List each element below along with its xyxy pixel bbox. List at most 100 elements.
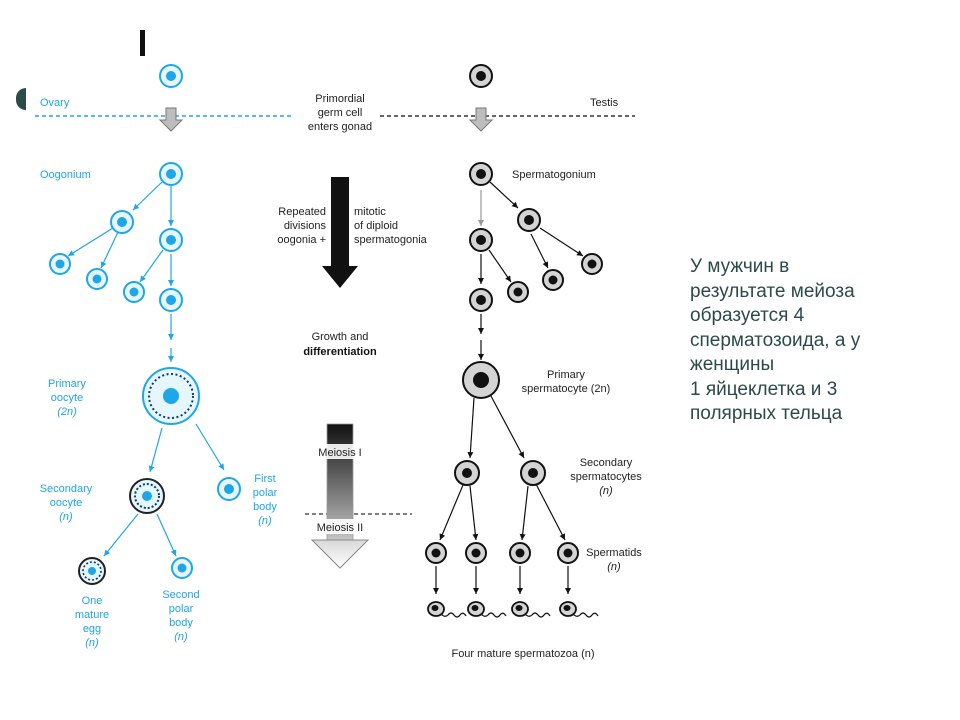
male-lineage <box>425 64 603 618</box>
spermatogonium-daughter-cell <box>469 228 493 252</box>
primary-oocyte-label-3: (2n) <box>57 406 77 418</box>
spermatozoon <box>427 601 467 618</box>
secondary-spermatocyte-cell <box>520 460 546 486</box>
ovary-label: Ovary <box>40 97 70 109</box>
primary-oocyte-label-1: Primary <box>48 378 86 390</box>
primary-oocyte-label-2: oocyte <box>51 392 83 404</box>
arrow <box>530 233 549 269</box>
primordial-germ-cell-male <box>469 64 493 88</box>
spermatid-cell <box>557 542 579 564</box>
oogonium-daughter-cell <box>49 253 71 275</box>
secondary-spermatocytes-label-2: spermatocytes <box>570 471 642 483</box>
arrow <box>139 249 164 283</box>
arrow <box>195 423 225 471</box>
arrow <box>67 227 114 257</box>
spermatozoa-label: Four mature spermatozoa (n) <box>451 648 594 660</box>
spermatogonium-cell <box>469 162 493 186</box>
primary-oocyte-cell <box>142 367 200 425</box>
oogonium-daughter-cell <box>159 288 183 312</box>
primordial-label-1: Primordial <box>315 93 365 105</box>
spermatozoon <box>511 601 551 618</box>
female-entry-arrow <box>158 107 184 132</box>
arrow <box>535 483 566 541</box>
secondary-oocyte-label-1: Secondary <box>40 483 93 495</box>
spermatogonium-daughter-cell <box>542 269 564 291</box>
secondary-spermatocytes-label-1: Secondary <box>580 457 633 469</box>
first-polar-label-3: body <box>253 501 277 513</box>
side-note-line: У мужчин в <box>690 256 790 277</box>
oogonium-cell <box>159 162 183 186</box>
spermatids-label-1: Spermatids <box>586 547 642 559</box>
arrow <box>103 513 139 557</box>
first-polar-label-4: (n) <box>258 515 272 527</box>
arrow <box>489 181 519 209</box>
secondary-spermatocyte-cell <box>454 460 480 486</box>
oogonium-daughter-cell <box>110 210 134 234</box>
arrow <box>100 231 119 269</box>
first-polar-body-cell <box>217 477 241 501</box>
arrow <box>488 249 512 283</box>
second-polar-body-cell <box>171 557 193 579</box>
spermatogonium-daughter-cell <box>507 281 529 303</box>
meiosis-1-label-bg <box>308 444 370 459</box>
repeated-left-2: divisions <box>284 220 327 232</box>
arrow <box>467 397 475 459</box>
side-note-line: образуется 4 <box>690 305 805 326</box>
mature-egg-label-4: (n) <box>85 637 99 649</box>
mature-egg-label-2: mature <box>75 609 109 621</box>
female-lineage <box>49 64 241 585</box>
meiosis-arrow-head <box>310 539 370 569</box>
second-polar-label-3: body <box>169 617 193 629</box>
repeated-left-1: Repeated <box>278 206 326 218</box>
arrow <box>439 484 464 541</box>
side-note: У мужчин в результате мейоза образуется … <box>690 255 930 427</box>
slide-marker-bar <box>140 30 145 56</box>
primordial-label-3: enters gonad <box>308 121 372 133</box>
growth-label-2: differentiation <box>303 346 377 358</box>
spermatogonium-daughter-cell <box>581 253 603 275</box>
arrow <box>490 395 525 459</box>
spermatozoon <box>559 601 599 618</box>
oogonium-label: Oogonium <box>40 169 91 181</box>
secondary-oocyte-label-2: oocyte <box>50 497 82 509</box>
male-entry-arrow <box>468 107 494 132</box>
mature-egg-label-1: One <box>82 595 103 607</box>
arrow <box>132 181 163 211</box>
spermatid-cell <box>425 542 447 564</box>
repeated-right-3: spermatogonia <box>354 234 428 246</box>
arrow <box>148 427 163 473</box>
oogonium-daughter-cell <box>123 281 145 303</box>
spermatozoon <box>467 601 507 618</box>
oogonium-daughter-cell <box>159 228 183 252</box>
mitosis-big-arrow <box>322 177 358 288</box>
arrow <box>156 513 177 557</box>
secondary-oocyte-label-3: (n) <box>59 511 73 523</box>
side-note-line: 1 яйцеклетка и 3 <box>690 378 838 400</box>
side-note-line: сперматозоида, а у <box>690 329 861 351</box>
spermatogonium-daughter-cell <box>469 288 493 312</box>
spermatid-cell <box>465 542 487 564</box>
repeated-left-3: oogonia + <box>277 234 326 246</box>
primordial-label-2: germ cell <box>318 107 363 119</box>
side-note-line: полярных тельца <box>690 403 843 424</box>
side-note-line: результате мейоза <box>690 280 855 302</box>
repeated-right-1: mitotic <box>354 206 386 218</box>
testis-label: Testis <box>590 97 619 109</box>
second-polar-label-2: polar <box>169 603 194 615</box>
primary-spermatocyte-cell <box>462 361 500 399</box>
secondary-oocyte-cell <box>129 478 165 514</box>
arrow <box>519 485 529 541</box>
primary-spermatocyte-label-1: Primary <box>547 369 585 381</box>
arrow <box>469 485 479 541</box>
meiosis-1-label: Meiosis I <box>318 447 361 459</box>
meiosis-2-label: Meiosis II <box>317 522 363 534</box>
spermatids-label-2: (n) <box>607 561 621 573</box>
arrow <box>539 227 584 257</box>
spermatogonium-label: Spermatogonium <box>512 169 596 181</box>
spermatogonium-daughter-cell <box>517 208 541 232</box>
spermatid-cell <box>509 542 531 564</box>
second-polar-label-4: (n) <box>174 631 188 643</box>
primary-spermatocyte-label-2: spermatocyte (2n) <box>522 383 611 395</box>
meiosis-2-label-bg <box>304 519 374 534</box>
